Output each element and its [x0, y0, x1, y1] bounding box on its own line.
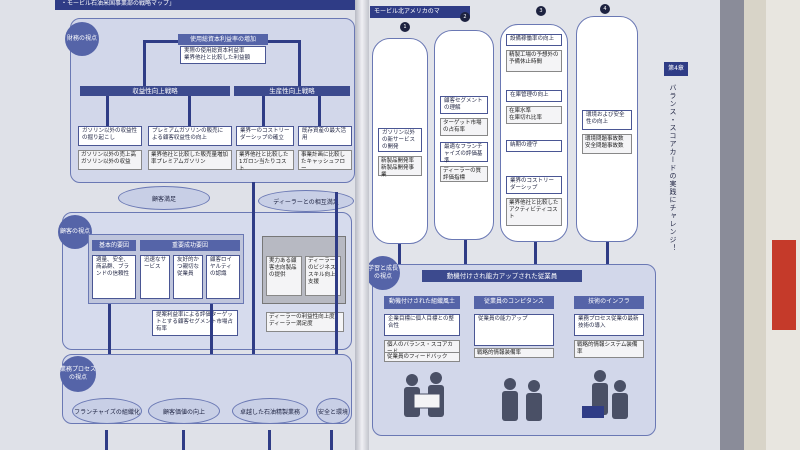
arrow	[534, 242, 537, 264]
col2-item-4: ディーラーの質評価指標	[440, 166, 488, 182]
chapter-tab: 第4章	[664, 62, 688, 76]
arrow	[318, 96, 321, 126]
left-page: ・モービル石油米国事業部の戦略マップ」 財務の視点 使用総資本利益率の増加 実際…	[0, 0, 362, 450]
col4-item-1: 環境および安全性の向上	[582, 110, 632, 130]
fin-box-4: 既存資産の最大活用	[298, 126, 352, 146]
process-item-1: フランチャイズの組織化	[72, 398, 142, 424]
col1-item-2: 新製品開発率 新製品開発事業	[378, 156, 422, 178]
fin-box-3: 業界一のコストリーダーシップの確立	[236, 126, 294, 146]
col3-item-5: 納期の遵守	[506, 140, 562, 152]
background-books	[720, 0, 800, 450]
col4-item-2: 環境問題事故数 安全問題事故数	[582, 134, 632, 154]
learn-item: 従業員の能力アップ	[474, 314, 554, 346]
col2-item-1: 顧客セグメントの理解	[440, 96, 488, 114]
customer-satisfaction-oval: 顧客満足	[118, 186, 210, 210]
fin-measure-2: 業界他社と比較した販売量増加率プレミアムガソリン	[148, 150, 232, 170]
arrow	[182, 430, 185, 450]
right-page-title: モービル北アメリカのマ	[370, 6, 470, 18]
arrow	[268, 40, 300, 43]
col1-item-1: ガソリン以外の新サービスの開発	[378, 128, 422, 152]
learn-item: 業務プロセス従業の最新技術の導入	[574, 314, 644, 336]
cust-factor-3: 友好的かつ親切な従業員	[173, 255, 203, 299]
process-item-3: 卓越した石油精製業務	[232, 398, 308, 424]
arrow	[298, 40, 301, 86]
growth-strategy: 収益性向上戦略	[80, 86, 230, 96]
fin-box-2: プレミアムガソリンの販売による顧客収益性の向上	[148, 126, 232, 146]
productivity-strategy: 生産性向上戦略	[234, 86, 350, 96]
side-title: バランス・スコアカードの実践にチャレンジ！	[669, 84, 677, 252]
right-page: モービル北アメリカのマ 1 2 3 4 ガソリン以外の新サービスの開発 新製品開…	[362, 0, 720, 450]
top-goal-measure: 実際の使用総資本利益率 業界他社と比較した利益額	[180, 46, 266, 64]
learn-header-3: 技術のインフラ	[574, 296, 644, 309]
fin-measure-4: 事業計画に比較したキャッシュフロー	[298, 150, 352, 172]
process-item-2: 顧客価値の向上	[148, 398, 220, 424]
customer-perspective-circle: 顧客の視点	[58, 215, 92, 249]
left-page-title: ・モービル石油米国事業部の戦略マップ」	[55, 0, 355, 10]
dealer-measure: ディーラーの利益性向上度 ディーラー満足度	[266, 312, 344, 332]
learning-title: 動機付けされ能力アップされた従業員	[422, 270, 582, 282]
col3-item-3: 在庫管理の向上	[506, 90, 562, 102]
book-spine	[355, 0, 369, 450]
arrow	[105, 430, 108, 450]
col2-item-2: ターゲット市場の占有率	[440, 118, 488, 136]
col3-item-4: 在庫水準 在庫切れ比率	[506, 106, 562, 124]
learn-header-2: 従業員のコンピタンス	[474, 296, 554, 309]
learn-item: 従業員のフィードバック	[384, 352, 460, 362]
arrow	[335, 192, 338, 400]
learn-header-1: 動機付けされた組織風土	[384, 296, 460, 309]
step-number: 3	[536, 6, 546, 16]
customer-measure: 提案利益率による評価ターゲットとする顧客セグメント市場占有率	[152, 310, 238, 336]
learn-item: 戦略的情報装備率	[474, 348, 554, 358]
arrow	[262, 96, 265, 126]
arrow	[606, 242, 609, 264]
process-perspective-circle: 業務プロセスの視点	[60, 356, 96, 392]
arrow	[106, 96, 109, 126]
arrow	[143, 40, 146, 86]
col2-item-3: 最適なフランチャイズの評価基準	[440, 142, 488, 164]
fin-measure-1: ガソリン以外の売上高 ガソリン以外の収益	[78, 150, 142, 170]
arrow	[210, 304, 213, 400]
arrow	[108, 304, 111, 400]
arrow	[330, 430, 333, 450]
basic-factors-header: 基本的要因	[92, 240, 136, 251]
step-number: 2	[460, 12, 470, 22]
col3-item-1: 設備稼働率の向上	[506, 34, 562, 46]
step-number: 4	[600, 4, 610, 14]
employee-illustration	[404, 370, 628, 421]
dealer-relation-oval: ディーラーとの相互満足	[258, 190, 354, 212]
fin-measure-3: 業界他社と比較した1ガロン当たりコスト	[236, 150, 294, 172]
process-item-4: 安全と環境	[316, 398, 350, 424]
arrow	[464, 240, 467, 264]
arrow	[398, 244, 401, 264]
step-number: 1	[400, 22, 410, 32]
arrow	[143, 40, 178, 43]
dealer-item-1: 実力ある顧客志向製品の提供	[266, 256, 302, 296]
financial-perspective-circle: 財務の視点	[65, 22, 99, 56]
cust-factor-4: 顧客ロイヤルティの認識	[206, 255, 240, 299]
col3-item-7: 業界他社と比較したアクティビティコスト	[506, 198, 562, 226]
col3-item-2: 精製工場の予想外の予備休止時間	[506, 50, 562, 72]
cust-factor-2: 迅速なサービス	[140, 255, 170, 299]
learn-item: 戦略的情報システム装備率	[574, 340, 644, 358]
arrow	[188, 96, 191, 126]
cust-factor-1: 適量、安全、商品群、ブランドの信頼性	[92, 255, 136, 299]
key-success-header: 重要成功要因	[140, 240, 240, 251]
top-goal: 使用総資本利益率の増加	[178, 34, 268, 45]
arrow	[252, 182, 255, 400]
col3-item-6: 業界のコストリーダーシップ	[506, 176, 562, 194]
learn-item: 企業目標に個人目標との整合性	[384, 314, 460, 336]
arrow	[268, 430, 271, 450]
learning-perspective-circle: 学習と成長の視点	[366, 256, 400, 290]
fin-box-1: ガソリン以外の収益性の掘り起こし	[78, 126, 142, 146]
